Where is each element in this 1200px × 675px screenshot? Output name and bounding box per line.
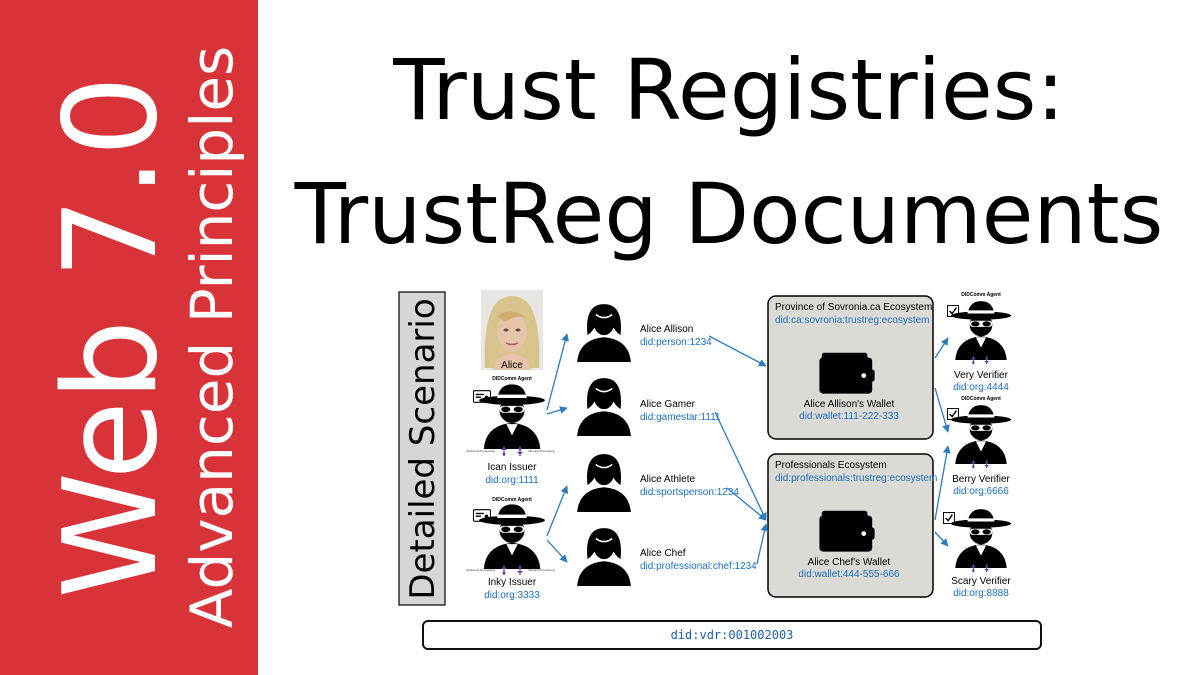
scary-verifier-agent [943, 509, 1011, 573]
wallet-name: Alice Allison's Wallet [804, 399, 895, 410]
arrow [756, 523, 769, 565]
verifier-did: did:org:8888 [953, 588, 1009, 599]
arrow [546, 485, 569, 537]
outbound-label: Outbound Processing [466, 568, 495, 572]
persona-icon [576, 303, 632, 362]
berry-verifier-agent: DIDComm Agent [947, 396, 1011, 469]
issuer-name: Ican Issuer [488, 462, 538, 473]
wallet-did: did:wallet:111-222-333 [799, 411, 899, 422]
arrow [934, 387, 950, 433]
persona-did: did:professional:chef:1234 [640, 561, 757, 572]
persona-name: Alice Allison [640, 324, 693, 335]
agent-label: DIDComm Agent [961, 292, 1001, 298]
flow-arrows [546, 333, 951, 565]
arrow [546, 539, 568, 563]
agent-label: DIDComm Agent [492, 497, 532, 503]
page-title-line1: Trust Registries: [393, 41, 1065, 139]
persona-did: did:sportsperson:1234 [640, 487, 739, 498]
issuer-name: Inky Issuer [488, 577, 537, 588]
arrow [934, 337, 949, 359]
spy-agent-icon [951, 405, 1011, 464]
arrow [708, 335, 767, 367]
verifier-name: Very Verifier [954, 370, 1009, 381]
issuer-did: did:org:3333 [484, 590, 540, 601]
inky-issuer-agent: DIDComm Agent Outbound Processing Inboun… [466, 497, 555, 576]
persona-name: Alice Chef [640, 548, 686, 559]
persona-name: Alice Athlete [640, 474, 695, 485]
persona-did: did:person:1234 [640, 337, 712, 348]
wallet-icon [819, 510, 875, 552]
ecosystem-name: Province of Sovronia.ca Ecosystem [775, 302, 932, 313]
sidebar-brand: Web 7.0 [37, 75, 186, 599]
verifier-did: did:org:4444 [953, 382, 1009, 393]
ican-issuer-agent: DIDComm Agent Outbound Processing Inboun… [466, 376, 555, 457]
persona-icon [576, 527, 632, 586]
scenario-label: Detailed Scenario [403, 298, 443, 599]
verifier-name: Berry Verifier [952, 474, 1010, 485]
arrow [546, 333, 569, 411]
scenario-label-box [398, 291, 446, 606]
wallet-name: Alice Chef's Wallet [808, 557, 891, 568]
arrow [934, 531, 949, 547]
ecosystem-did: did:professionals:trustreg:ecosystem [775, 473, 937, 484]
arrow [714, 411, 767, 521]
persona-did: did:gamestar:1111 [640, 412, 721, 423]
page-title-line2: TrustReg Documents [294, 165, 1164, 263]
arrow [934, 445, 951, 521]
very-verifier-agent: DIDComm Agent [947, 292, 1011, 365]
outbound-label: Outbound Processing [466, 449, 495, 453]
arrow [726, 487, 767, 521]
checkbox-icon [943, 512, 955, 524]
agent-label: DIDComm Agent [492, 376, 532, 382]
persona-icon [576, 377, 632, 436]
wallet-did: did:wallet:444-555-666 [798, 569, 900, 580]
alice-photo [481, 290, 543, 370]
agent-label: DIDComm Agent [961, 396, 1001, 402]
vdr-bar: did:vdr:001002003 [422, 620, 1042, 650]
spy-agent-icon [951, 509, 1011, 568]
alice-photo-caption: Alice [501, 360, 523, 371]
ecosystem-name: Professionals Ecosystem [775, 460, 887, 471]
inbound-label: Inbound Processing [528, 449, 555, 453]
arrow [546, 406, 568, 415]
inbound-label: Inbound Processing [528, 568, 555, 572]
scenario-diagram: Detailed Scenario Alice DIDComm Agent Ou… [398, 290, 1011, 606]
verifier-did: did:org:6666 [953, 486, 1009, 497]
persona-name: Alice Gamer [640, 399, 696, 410]
wallet-icon [819, 352, 875, 394]
verifier-name: Scary Verifier [951, 576, 1011, 587]
sidebar: Web 7.0 Advanced Principles [0, 0, 258, 675]
sidebar-subtitle: Advanced Principles [178, 45, 246, 629]
issuer-did: did:org:1111 [485, 475, 539, 486]
ecosystem-did: did:ca:sovronia:trustreg:ecosystem [775, 315, 930, 326]
persona-icon [576, 453, 632, 512]
spy-agent-icon [951, 301, 1011, 360]
